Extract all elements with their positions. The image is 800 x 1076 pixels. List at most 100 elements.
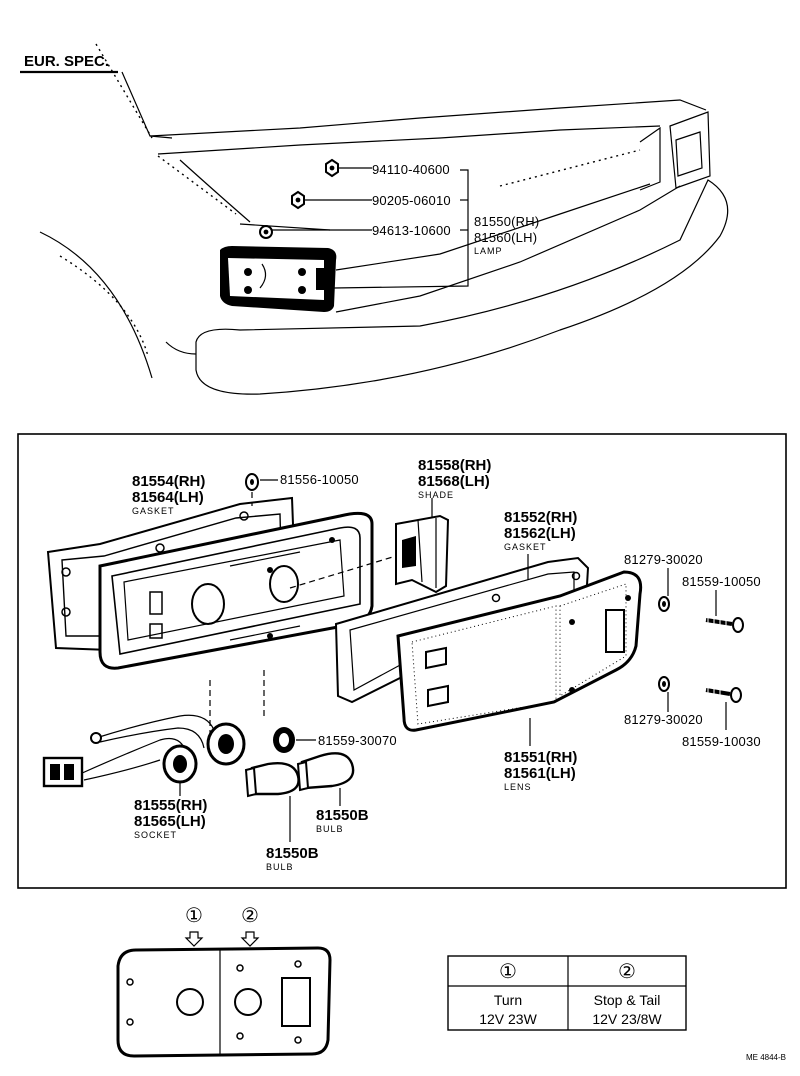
trunk-gap-line [499,149,641,187]
housing-stud-3 [267,633,273,639]
arrow-down-icon-2 [240,931,260,947]
gasket-hole-1 [61,567,71,577]
side-lamp-screw-1 [244,268,252,276]
shade-lh-label: 81568(LH) [418,473,490,490]
screw-lower-label: 81559-10030 [682,734,761,749]
harness-wire-3 [79,737,187,775]
table-cell-function-1: Turn [494,992,522,1008]
lens-name: LENS [504,782,532,792]
bulb-spec-table: ① ② Turn Stop & Tail 12V 23W 12V 23/8W [447,955,687,1031]
lens-screw-hole-1 [569,619,575,625]
bulb-socket-hole-1 [191,583,225,625]
shade-ribs [417,518,437,588]
socket-rh-label: 81555(RH) [134,797,207,814]
marker-2: ② [241,905,259,927]
nut-lower-label: 81279-30020 [624,712,703,727]
screw-upper-label: 81559-10050 [682,574,761,589]
bulb-lower [244,762,300,798]
right-tail-lamp-housing [669,111,711,189]
grommet-81559-30070 [273,727,295,753]
right-gasket-hole-2 [571,571,581,581]
arrow-down-icon-1 [184,931,204,947]
socket-2 [206,722,246,766]
nut-81279-upper [658,596,670,612]
lamp-rear-outline [116,946,332,1058]
lens-reflector [605,609,625,653]
lens-rh-label: 81551(RH) [504,749,577,766]
trunk-seam [157,155,237,215]
gasket-left-lh-label: 81564(LH) [132,489,204,506]
screw-81556 [245,473,259,491]
socket-lh-label: 81565(LH) [134,813,206,830]
ground-terminal [90,732,102,744]
exploded-view: 81554(RH) 81564(LH) GASKET 81556-10050 8… [17,433,787,889]
part-label-90205: 90205-06010 [372,193,451,208]
gasket-hole-2 [61,607,71,617]
housing-stud-2 [329,537,335,543]
screw-81559-10030 [705,687,742,703]
lens-screw-hole-3 [625,595,631,601]
side-lamp-screw-4 [298,286,306,294]
align-line-shade [289,555,397,589]
shade-window [402,536,416,568]
table-header-1: ① [499,961,517,983]
tail-panel-edge [639,126,661,191]
screw-81559-10050 [705,617,744,633]
table-frame [447,955,687,1031]
eur-spec-label: EUR. SPEC. [24,53,109,70]
lamp-housing-reflector [123,539,345,641]
shade-rh-label: 81558(RH) [418,457,491,474]
housing-clip-1 [149,591,163,615]
body-edge-line [95,43,153,139]
socket-1 [162,744,198,784]
lamp-rear-hole-2 [126,1018,134,1026]
table-cell-rating-1: 12V 23W [479,1011,537,1027]
bulb-lower-part-label: 81550B [266,845,319,862]
harness-wire-4 [83,759,161,781]
leader-bracket-lamp [333,169,469,289]
lamp-lh-label: 81560(LH) [474,230,537,245]
shade-name: SHADE [418,490,454,500]
table-cell-function-2: Stop & Tail [594,992,661,1008]
housing-stud-1 [267,567,273,573]
fender-curve [39,231,153,379]
lamp-rear-hole-4 [294,960,302,968]
lamp-rear-hole-6 [294,1036,302,1044]
harness-connector [42,756,84,788]
socket-name: SOCKET [134,830,177,840]
table-header-2: ② [618,961,636,983]
lens-mount-1 [425,646,447,670]
side-lamp-reflector [316,268,326,290]
gasket-left-name: GASKET [132,506,175,516]
bulb-hole-1 [176,988,204,1016]
lens-red-section [559,583,627,697]
lamp-rear-hole-5 [236,1032,244,1040]
bulb-hole-2 [234,988,262,1016]
body-mid-line [335,183,651,271]
right-tail-lamp-lens [675,131,703,177]
bulb-right [296,752,355,792]
nut-94110 [325,158,339,178]
lamp-recess-top [239,223,331,231]
gasket-right-rh-label: 81552(RH) [504,509,577,526]
grommet-label: 81559-30070 [318,733,397,748]
lamp-rear-hole-3 [236,964,244,972]
bulb-lower-name: BULB [266,862,294,872]
lamp-rear-reflector [281,977,311,1027]
part-label-94110: 94110-40600 [372,162,450,177]
nut-upper-label: 81279-30020 [624,552,703,567]
rear-bumper [195,179,729,395]
trunk-top-edge [121,71,707,137]
gasket-right-lh-label: 81562(LH) [504,525,576,542]
vehicle-rear-illustration: EUR. SPEC. [20,43,729,395]
lens-screw-hole-2 [569,687,575,693]
trunk-lid-line [157,125,661,155]
side-lamp-lens [228,258,324,300]
lamp-rh-label: 81550(RH) [474,214,539,229]
side-lamp-screw-2 [298,268,306,276]
table-cell-rating-2: 12V 23/8W [592,1011,662,1027]
lens-lh-label: 81561(LH) [504,765,576,782]
side-lamp-screw-3 [244,286,252,294]
trunk-corner [149,135,173,139]
